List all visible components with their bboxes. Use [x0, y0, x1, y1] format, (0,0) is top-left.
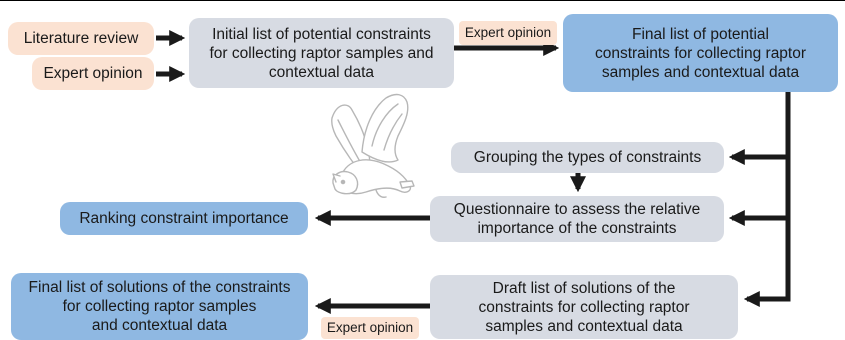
initial-list-label: Initial list of potential constraints fo… — [209, 25, 434, 81]
expert-opinion-label: Expert opinion — [43, 65, 143, 82]
draft-solutions-box: Draft list of solutions of the constrain… — [430, 275, 738, 339]
final-solutions-box: Final list of solutions of the constrain… — [11, 273, 308, 340]
expert-opinion-tag-bottom-label: Expert opinion — [326, 320, 414, 335]
initial-list-box: Initial list of potential constraints fo… — [189, 18, 454, 88]
literature-review-label: Literature review — [23, 30, 139, 47]
ranking-box: Ranking constraint importance — [60, 202, 308, 235]
connector-final-down — [743, 91, 791, 308]
ranking-label: Ranking constraint importance — [79, 210, 289, 227]
final-potential-list-box: Final list of potential constraints for … — [563, 14, 838, 92]
questionnaire-box: Questionnaire to assess the relative imp… — [430, 196, 724, 242]
expert-opinion-tag-label: Expert opinion — [464, 25, 552, 40]
grouping-label: Grouping the types of constraints — [473, 149, 702, 166]
expert-opinion-tag-bottom: Expert opinion — [321, 317, 419, 339]
expert-opinion-box: Expert opinion — [32, 57, 154, 90]
questionnaire-label: Questionnaire to assess the relative imp… — [453, 201, 701, 237]
final-solutions-label: Final list of solutions of the constrain… — [28, 279, 291, 334]
grouping-box: Grouping the types of constraints — [451, 142, 724, 173]
draft-solutions-label: Draft list of solutions of the constrain… — [478, 279, 690, 335]
top-border-line — [0, 0, 845, 1]
final-potential-list-label: Final list of potential constraints for … — [594, 25, 807, 81]
literature-review-box: Literature review — [8, 22, 154, 55]
expert-opinion-tag: Expert opinion — [459, 21, 557, 45]
